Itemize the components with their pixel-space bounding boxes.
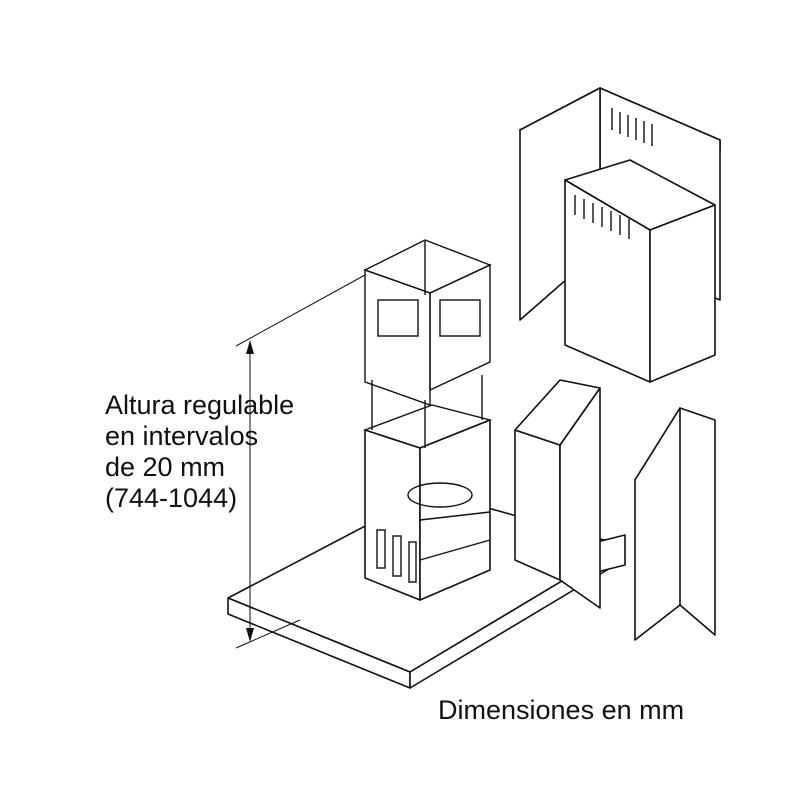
height-label-line-3: de 20 mm xyxy=(105,452,226,482)
units-label: Dimensiones en mm xyxy=(438,695,685,725)
vent-grille-back xyxy=(611,108,653,146)
lower-frame xyxy=(362,375,493,601)
height-label-line-1: Altura regulable xyxy=(105,390,295,420)
height-dimension xyxy=(235,274,366,649)
upper-chimney-covers xyxy=(519,87,721,383)
lower-chimney-covers xyxy=(514,379,716,641)
upper-frame xyxy=(363,239,492,406)
height-label-line-2: en intervalos xyxy=(105,421,259,451)
height-label-line-4: (744-1044) xyxy=(105,483,238,513)
height-adjustment-label: Altura regulable en intervalos de 20 mm … xyxy=(105,390,294,514)
vent-grille-front xyxy=(574,195,630,239)
